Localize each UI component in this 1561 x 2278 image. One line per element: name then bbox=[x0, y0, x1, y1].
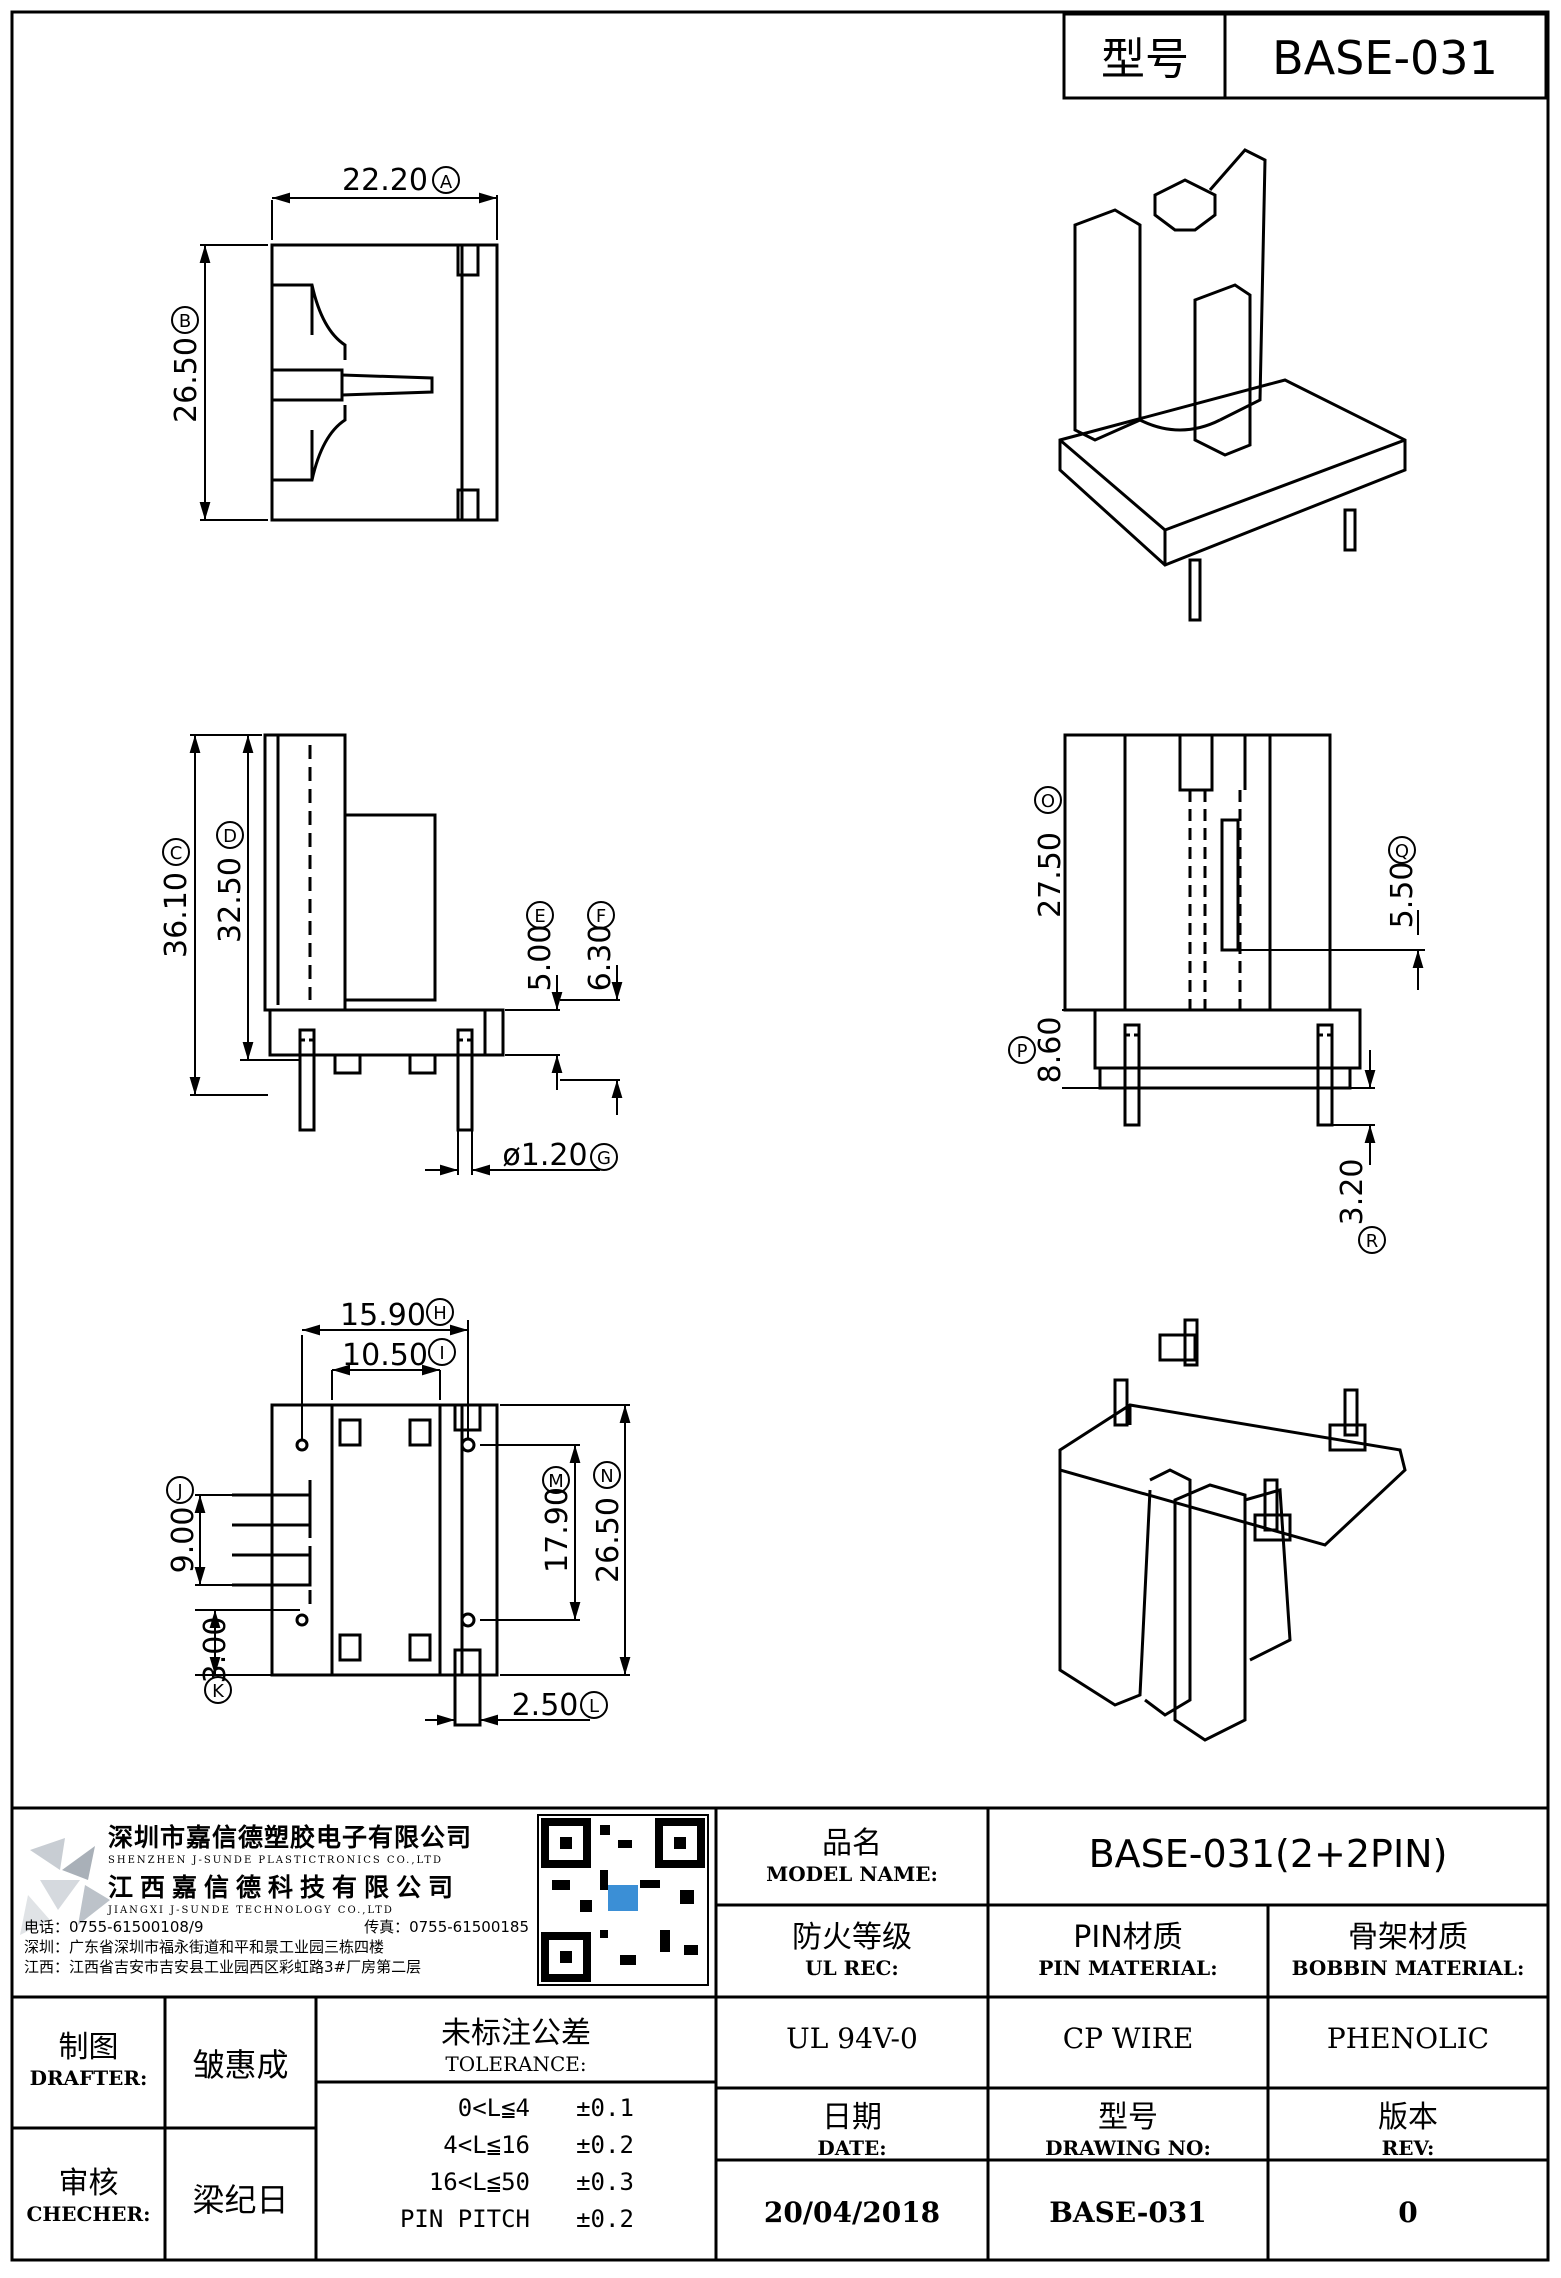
company-logo bbox=[20, 1838, 110, 1935]
tolerance-label: 未标注公差 TOLERANCE: bbox=[441, 2016, 591, 2076]
bobbin-material-value: PHENOLIC bbox=[1326, 2022, 1490, 2055]
front-view bbox=[1062, 733, 1425, 1165]
date-label: 日期 DATE: bbox=[817, 2100, 887, 2160]
header-model-value: BASE-031 bbox=[1272, 31, 1498, 85]
company-fax: 传真：0755-61500185 bbox=[364, 1918, 529, 1936]
dim-l-value: 2.50 bbox=[512, 1688, 579, 1723]
dim-l-tag: L bbox=[589, 1696, 599, 1717]
model-name-value: BASE-031(2+2PIN) bbox=[1088, 1832, 1448, 1876]
side-view bbox=[189, 733, 623, 1176]
dim-b-tag: B bbox=[179, 311, 191, 332]
top-view-labels: 22.20 A 26.50 B bbox=[169, 163, 460, 423]
dim-i-value: 10.50 bbox=[342, 1338, 428, 1373]
model-name-label: 品名 MODEL NAME: bbox=[766, 1826, 938, 1886]
dim-i-tag: I bbox=[439, 1343, 444, 1364]
front-view-labels: 27.50 O 5.50 Q 8.60 P 3.20 R bbox=[1008, 786, 1420, 1254]
dim-e-value: 5.00 bbox=[523, 925, 558, 992]
ul-label: 防火等级 UL REC: bbox=[792, 1920, 912, 1980]
drafter-label: 制图 DRAFTER: bbox=[29, 2030, 148, 2090]
company-phone: 电话：0755-61500108/9 bbox=[24, 1918, 204, 1936]
dim-k-tag: K bbox=[212, 1681, 225, 1702]
dim-c-tag: C bbox=[170, 843, 183, 864]
isometric-view-bottom bbox=[1058, 1318, 1407, 1742]
dim-h-value: 15.90 bbox=[340, 1298, 426, 1333]
rev-label: 版本 REV: bbox=[1378, 2100, 1438, 2160]
dim-q-value: 5.50 bbox=[1385, 862, 1420, 929]
dim-f-tag: F bbox=[596, 906, 606, 927]
dim-r-value: 3.20 bbox=[1335, 1159, 1370, 1226]
bobbin-material-label: 骨架材质 BOBBIN MATERIAL: bbox=[1291, 1920, 1525, 1980]
dim-m-tag: M bbox=[548, 1471, 564, 1492]
drawing-no-value: BASE-031 bbox=[1049, 2196, 1207, 2229]
isometric-view-top bbox=[1058, 148, 1407, 622]
dim-d-tag: D bbox=[223, 826, 237, 847]
header-model-label: 型号 bbox=[1101, 34, 1189, 85]
tolerance-row: PIN PITCH ±0.2 bbox=[399, 2205, 634, 2233]
dim-a-value: 22.20 bbox=[342, 163, 428, 198]
bottom-view-labels: 15.90 H 10.50 I 9.00 J 3.00 K 17.90 M 26… bbox=[166, 1298, 626, 1723]
dim-n-value: 26.50 bbox=[591, 1497, 626, 1583]
dim-h-tag: H bbox=[433, 1303, 447, 1324]
company-address-shenzhen: 深圳：广东省深圳市福永街道和平和景工业园三栋四楼 bbox=[24, 1938, 385, 1956]
dim-o-value: 27.50 bbox=[1033, 832, 1068, 918]
company-address-jiangxi: 江西：江西省吉安市吉安县工业园西区彩虹路3#厂房第二层 bbox=[24, 1958, 422, 1976]
dim-a-tag: A bbox=[440, 172, 453, 193]
rev-value: 0 bbox=[1398, 2196, 1418, 2229]
dim-k-value: 3.00 bbox=[198, 1617, 233, 1684]
dim-n-tag: N bbox=[600, 1466, 613, 1487]
tolerance-row: 4<L≦16 ±0.2 bbox=[443, 2131, 634, 2159]
tolerance-table: 0<L≦4 ±0.1 4<L≦16 ±0.2 16<L≦50 ±0.3 PIN … bbox=[340, 2090, 700, 2238]
company-name-jiangxi-en: JIANGXI J-SUNDE TECHNOLOGY CO.,LTD bbox=[108, 1905, 394, 1916]
dim-j-value: 9.00 bbox=[166, 1507, 201, 1574]
dim-b-tag-circle bbox=[171, 306, 199, 334]
dim-p-value: 8.60 bbox=[1033, 1017, 1068, 1084]
dim-b-value: 26.50 bbox=[169, 337, 204, 423]
dim-e-tag: E bbox=[534, 906, 545, 927]
dim-a-tag-circle bbox=[432, 166, 460, 194]
top-view bbox=[199, 192, 499, 522]
dim-d-value: 32.50 bbox=[213, 857, 248, 943]
qr-code bbox=[537, 1814, 709, 1986]
pin-material-value: CP WIRE bbox=[1062, 2022, 1194, 2055]
date-value: 20/04/2018 bbox=[763, 2196, 941, 2229]
drafter-name: 皱惠成 bbox=[192, 2046, 289, 2084]
dim-c-value: 36.10 bbox=[159, 872, 194, 958]
pin-material-label: PIN材质 PIN MATERIAL: bbox=[1038, 1920, 1218, 1980]
company-info: 深圳市嘉信德塑胶电子有限公司 SHENZHEN J-SUNDE PLASTICT… bbox=[108, 1818, 538, 1916]
side-view-labels: 36.10 C 32.50 D 5.00 E 6.30 F ø1.20 G bbox=[159, 821, 618, 1173]
company-name-shenzhen-en: SHENZHEN J-SUNDE PLASTICTRONICS CO.,LTD bbox=[108, 1855, 444, 1866]
tolerance-row: 16<L≦50 ±0.3 bbox=[428, 2168, 634, 2196]
title-block-grid bbox=[12, 1806, 1548, 2260]
dim-r-tag: R bbox=[1366, 1231, 1379, 1252]
checker-name: 梁纪日 bbox=[192, 2181, 289, 2219]
company-name-jiangxi: 江西嘉信德科技有限公司 bbox=[108, 1873, 461, 1902]
dim-f-value: 6.30 bbox=[583, 925, 618, 992]
dim-o-tag: O bbox=[1041, 791, 1055, 812]
dim-j-tag: J bbox=[176, 1481, 182, 1502]
company-name-shenzhen: 深圳市嘉信德塑胶电子有限公司 bbox=[108, 1823, 473, 1852]
dim-q-tag: Q bbox=[1395, 841, 1409, 862]
drawing-no-label: 型号 DRAWING NO: bbox=[1045, 2100, 1211, 2160]
sheet-border bbox=[10, 10, 1550, 2262]
bottom-view bbox=[194, 1320, 631, 1727]
company-contacts: 电话：0755-61500108/9 传真：0755-61500185 深圳：广… bbox=[24, 1917, 544, 1977]
dim-m-value: 17.90 bbox=[540, 1487, 575, 1573]
checker-label: 审核 CHECHER: bbox=[26, 2166, 151, 2226]
header-model-box: 型号 BASE-031 bbox=[1062, 12, 1548, 100]
dim-g-tag: G bbox=[597, 1148, 611, 1169]
dim-g-value: ø1.20 bbox=[502, 1138, 587, 1173]
dim-p-tag: P bbox=[1017, 1041, 1028, 1062]
tolerance-row: 0<L≦4 ±0.1 bbox=[457, 2094, 634, 2122]
ul-value: UL 94V-0 bbox=[786, 2022, 918, 2055]
